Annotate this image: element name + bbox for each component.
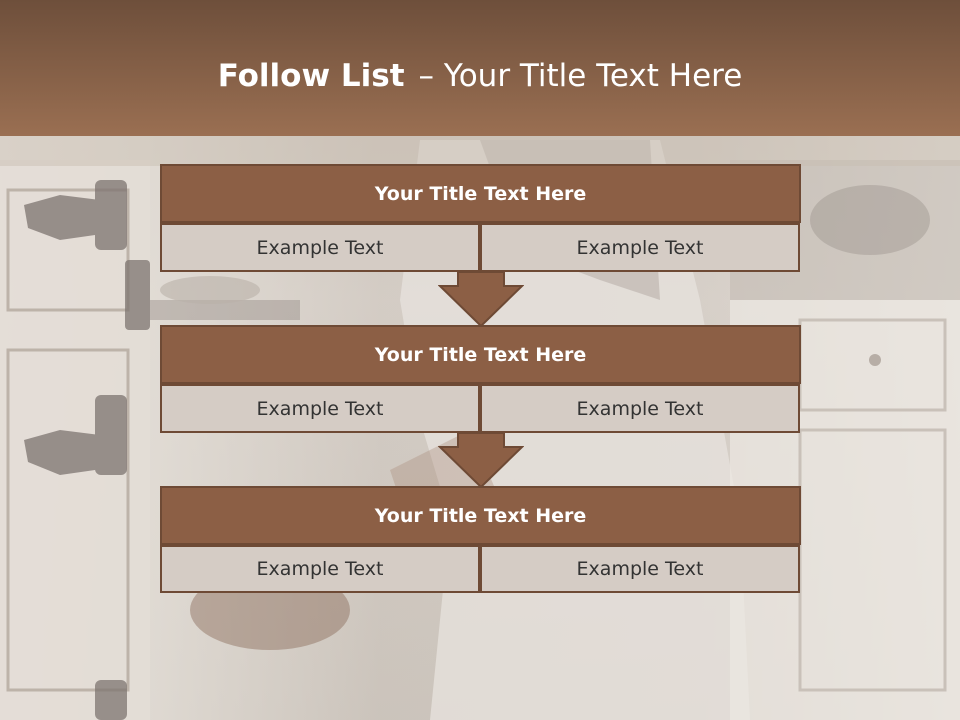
slide-title: Follow List – Your Title Text Here [0,56,960,96]
slide-title-bold: Follow List [217,58,405,94]
block-left-cell: Example Text [160,384,480,433]
block-left-cell: Example Text [160,545,480,593]
title-band-shadow [0,136,960,166]
block-title: Your Title Text Here [160,164,801,223]
slide-title-rest: – Your Title Text Here [418,58,743,94]
down-arrow-icon [438,272,524,328]
block-title: Your Title Text Here [160,486,801,545]
block-right-cell: Example Text [480,384,800,433]
down-arrow-icon [438,433,524,489]
block-left-cell: Example Text [160,223,480,272]
block-title: Your Title Text Here [160,325,801,384]
block-right-cell: Example Text [480,545,800,593]
block-right-cell: Example Text [480,223,800,272]
title-band [0,0,960,136]
